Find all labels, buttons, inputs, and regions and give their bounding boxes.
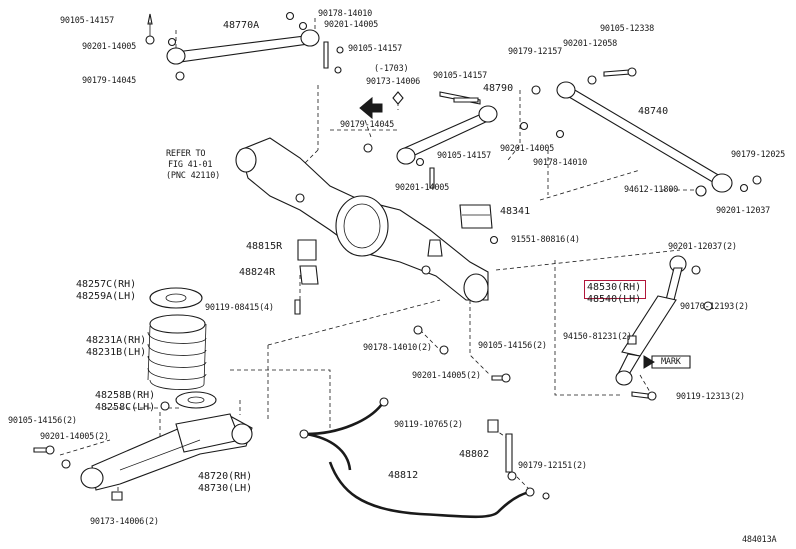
label-90105-14157-b[interactable]: 90105-14157	[348, 44, 403, 54]
coil-spring-48231	[147, 287, 207, 390]
lateral-control-rod-48740	[531, 67, 762, 197]
label-90178-14010-b[interactable]: 90178-14010	[533, 158, 588, 168]
label-90201-12037[interactable]: 90201-12037	[716, 206, 771, 216]
lower-control-arm-48720	[33, 413, 253, 501]
label-90170-12193[interactable]: 90170-12193(2)	[680, 302, 749, 312]
label-48231b-lh[interactable]: 48231B(LH)	[86, 347, 147, 358]
label-fig-41-01[interactable]: FIG 41-01	[168, 160, 213, 170]
label-90201-12037-2[interactable]: 90201-12037(2)	[668, 242, 737, 252]
label-48812[interactable]: 48812	[388, 470, 419, 481]
label-90105-14156-2-b[interactable]: 90105-14156(2)	[8, 416, 77, 426]
label-90201-14005-2[interactable]: 90201-14005(2)	[412, 371, 481, 381]
label-94150-81231[interactable]: 94150-81231(2)	[563, 332, 632, 342]
label-90201-14005-b[interactable]: 90201-14005	[324, 20, 379, 30]
label-94612-11800[interactable]: 94612-11800	[624, 185, 679, 195]
label-48815r[interactable]: 48815R	[246, 241, 283, 252]
selected-part-highlight	[584, 280, 646, 299]
upper-control-arm-48770a	[145, 11, 342, 81]
label-48258c-lh[interactable]: 48258C(LH)	[95, 402, 156, 413]
label-90173-14006[interactable]: 90173-14006	[366, 77, 421, 87]
rear-axle-housing	[235, 137, 489, 303]
label-91551-80816[interactable]: 91551-80816(4)	[511, 235, 580, 245]
bump-stopper-48815r	[294, 239, 319, 315]
label-48824r[interactable]: 48824R	[239, 267, 276, 278]
label-90119-12313[interactable]: 90119-12313(2)	[676, 392, 745, 402]
label-48720-rh[interactable]: 48720(RH)	[198, 471, 253, 482]
stabilizer-bar-48812	[299, 397, 550, 519]
label-refer-to: REFER TO	[166, 149, 206, 159]
label-48540-lh[interactable]: 48540(LH)	[587, 294, 642, 305]
spring-insulator-48258	[160, 391, 217, 411]
label-48770a[interactable]: 48770A	[223, 20, 260, 31]
label-pnc-42110: (PNC 42110)	[166, 171, 221, 181]
label-90179-12151[interactable]: 90179-12151(2)	[518, 461, 587, 471]
label-90179-14045-b[interactable]: 90179-14045	[340, 120, 395, 130]
label-48259a-lh[interactable]: 48259A(LH)	[76, 291, 137, 302]
label-90105-14156-2[interactable]: 90105-14156(2)	[478, 341, 547, 351]
label-90178-14010-2[interactable]: 90178-14010(2)	[363, 343, 432, 353]
label-90201-14005-c[interactable]: 90201-14005	[500, 144, 555, 154]
label-90105-12338[interactable]: 90105-12338	[600, 24, 655, 34]
upper-control-arm-48790	[363, 91, 498, 189]
label-48258b-rh[interactable]: 48258B(RH)	[95, 390, 156, 401]
label-mark: MARK	[661, 357, 681, 367]
label-90178-14010[interactable]: 90178-14010	[318, 9, 373, 19]
bump-stopper-48341	[459, 204, 499, 245]
label-90201-12058[interactable]: 90201-12058	[563, 39, 618, 49]
label-90105-14157-c[interactable]: 90105-14157	[433, 71, 488, 81]
label-date-range: (-1703)	[374, 64, 409, 74]
label-90201-14005[interactable]: 90201-14005	[82, 42, 137, 52]
diagram-id: 484013A	[742, 535, 777, 545]
label-48802[interactable]: 48802	[459, 449, 490, 460]
label-48790[interactable]: 48790	[483, 83, 514, 94]
arrow-icons	[359, 96, 655, 369]
label-90105-14157-d[interactable]: 90105-14157	[437, 151, 492, 161]
label-90119-08415[interactable]: 90119-08415(4)	[205, 303, 274, 313]
label-90105-14157[interactable]: 90105-14157	[60, 16, 115, 26]
label-48257c-rh[interactable]: 48257C(RH)	[76, 279, 137, 290]
fasteners	[336, 46, 565, 383]
label-48341[interactable]: 48341	[500, 206, 531, 217]
label-90179-12157[interactable]: 90179-12157	[508, 47, 563, 57]
label-90201-14005-2-b[interactable]: 90201-14005(2)	[40, 432, 109, 442]
label-48231a-rh[interactable]: 48231A(RH)	[86, 335, 147, 346]
shock-absorber-48530	[615, 255, 713, 401]
label-90179-12025[interactable]: 90179-12025	[731, 150, 786, 160]
label-90119-10765[interactable]: 90119-10765(2)	[394, 420, 463, 430]
label-90179-14045[interactable]: 90179-14045	[82, 76, 137, 86]
label-90173-14006-2[interactable]: 90173-14006(2)	[90, 517, 159, 527]
label-48740[interactable]: 48740	[638, 106, 669, 117]
label-48530-rh[interactable]: 48530(RH)	[587, 282, 642, 293]
label-90201-14005-d[interactable]: 90201-14005	[395, 183, 450, 193]
label-48730-lh[interactable]: 48730(LH)	[198, 483, 253, 494]
